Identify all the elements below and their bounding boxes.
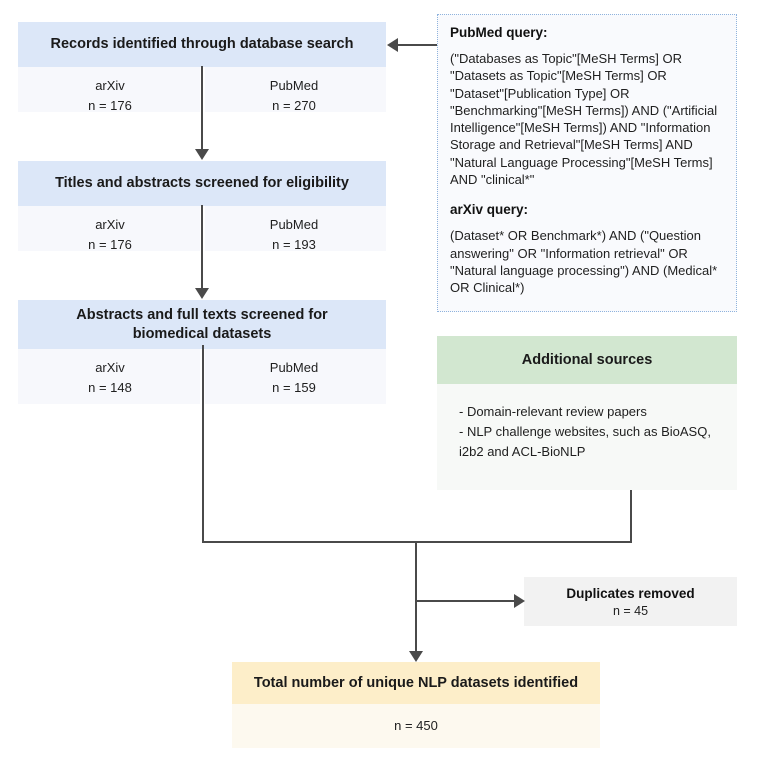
search-query-box: PubMed query: ("Databases as Topic"[MeSH… bbox=[437, 14, 737, 312]
stage-title: Titles and abstracts screened for eligib… bbox=[18, 161, 386, 206]
connector-merge-line bbox=[202, 541, 632, 543]
duplicates-title: Duplicates removed bbox=[566, 586, 695, 601]
arrow-query-to-stage1 bbox=[387, 38, 398, 52]
connector-stage1-to-stage2 bbox=[201, 66, 203, 149]
source-count: n = 176 bbox=[88, 236, 132, 252]
additional-sources-body: - Domain-relevant review papers - NLP ch… bbox=[437, 384, 737, 490]
connector-query-to-stage1 bbox=[396, 44, 437, 46]
arrow-to-duplicates bbox=[514, 594, 525, 608]
source-count: n = 159 bbox=[272, 379, 316, 395]
source-name: PubMed bbox=[269, 78, 319, 93]
total-datasets-box: Total number of unique NLP datasets iden… bbox=[232, 662, 600, 748]
total-count: n = 450 bbox=[232, 704, 600, 748]
additional-sources-box: Additional sources - Domain-relevant rev… bbox=[437, 336, 737, 490]
pubmed-query-label: PubMed query: bbox=[450, 25, 548, 40]
arrow-merge-to-total bbox=[409, 651, 423, 662]
source-pubmed: PubMed n = 270 bbox=[202, 67, 386, 113]
source-arxiv: arXiv n = 148 bbox=[18, 349, 202, 404]
additional-source-item: - Domain-relevant review papers bbox=[459, 404, 647, 419]
source-name: arXiv bbox=[95, 217, 125, 232]
source-name: arXiv bbox=[95, 78, 125, 93]
source-arxiv: arXiv n = 176 bbox=[18, 206, 202, 252]
connector-additional-to-merge bbox=[630, 490, 632, 543]
source-arxiv: arXiv n = 176 bbox=[18, 67, 202, 113]
arxiv-query-label: arXiv query: bbox=[450, 202, 529, 218]
source-pubmed: PubMed n = 159 bbox=[202, 349, 386, 404]
duplicates-count: n = 45 bbox=[612, 603, 649, 618]
source-count: n = 148 bbox=[88, 379, 132, 395]
pubmed-query-text: ("Databases as Topic"[MeSH Terms] OR "Da… bbox=[450, 51, 718, 187]
source-count: n = 176 bbox=[88, 97, 132, 113]
additional-source-item: - NLP challenge websites, such as BioASQ… bbox=[459, 424, 711, 460]
source-name: PubMed bbox=[269, 217, 319, 232]
connector-stage3-to-merge bbox=[202, 345, 204, 543]
stage-title: Abstracts and full texts screened for bi… bbox=[18, 300, 386, 349]
total-title: Total number of unique NLP datasets iden… bbox=[232, 662, 600, 704]
arrow-stage1-to-stage2 bbox=[195, 149, 209, 160]
stage-title: Records identified through database sear… bbox=[18, 22, 386, 67]
arrow-stage2-to-stage3 bbox=[195, 288, 209, 299]
source-pubmed: PubMed n = 193 bbox=[202, 206, 386, 252]
source-name: PubMed bbox=[269, 360, 319, 375]
additional-sources-title: Additional sources bbox=[437, 336, 737, 384]
duplicates-removed-box: Duplicates removed n = 45 bbox=[524, 577, 737, 626]
source-count: n = 270 bbox=[272, 97, 316, 113]
connector-to-duplicates bbox=[415, 600, 515, 602]
arxiv-query-text: (Dataset* OR Benchmark*) AND ("Question … bbox=[450, 228, 718, 296]
connector-merge-to-total bbox=[415, 541, 417, 651]
connector-stage2-to-stage3 bbox=[201, 205, 203, 288]
source-count: n = 193 bbox=[272, 236, 316, 252]
source-name: arXiv bbox=[95, 360, 125, 375]
